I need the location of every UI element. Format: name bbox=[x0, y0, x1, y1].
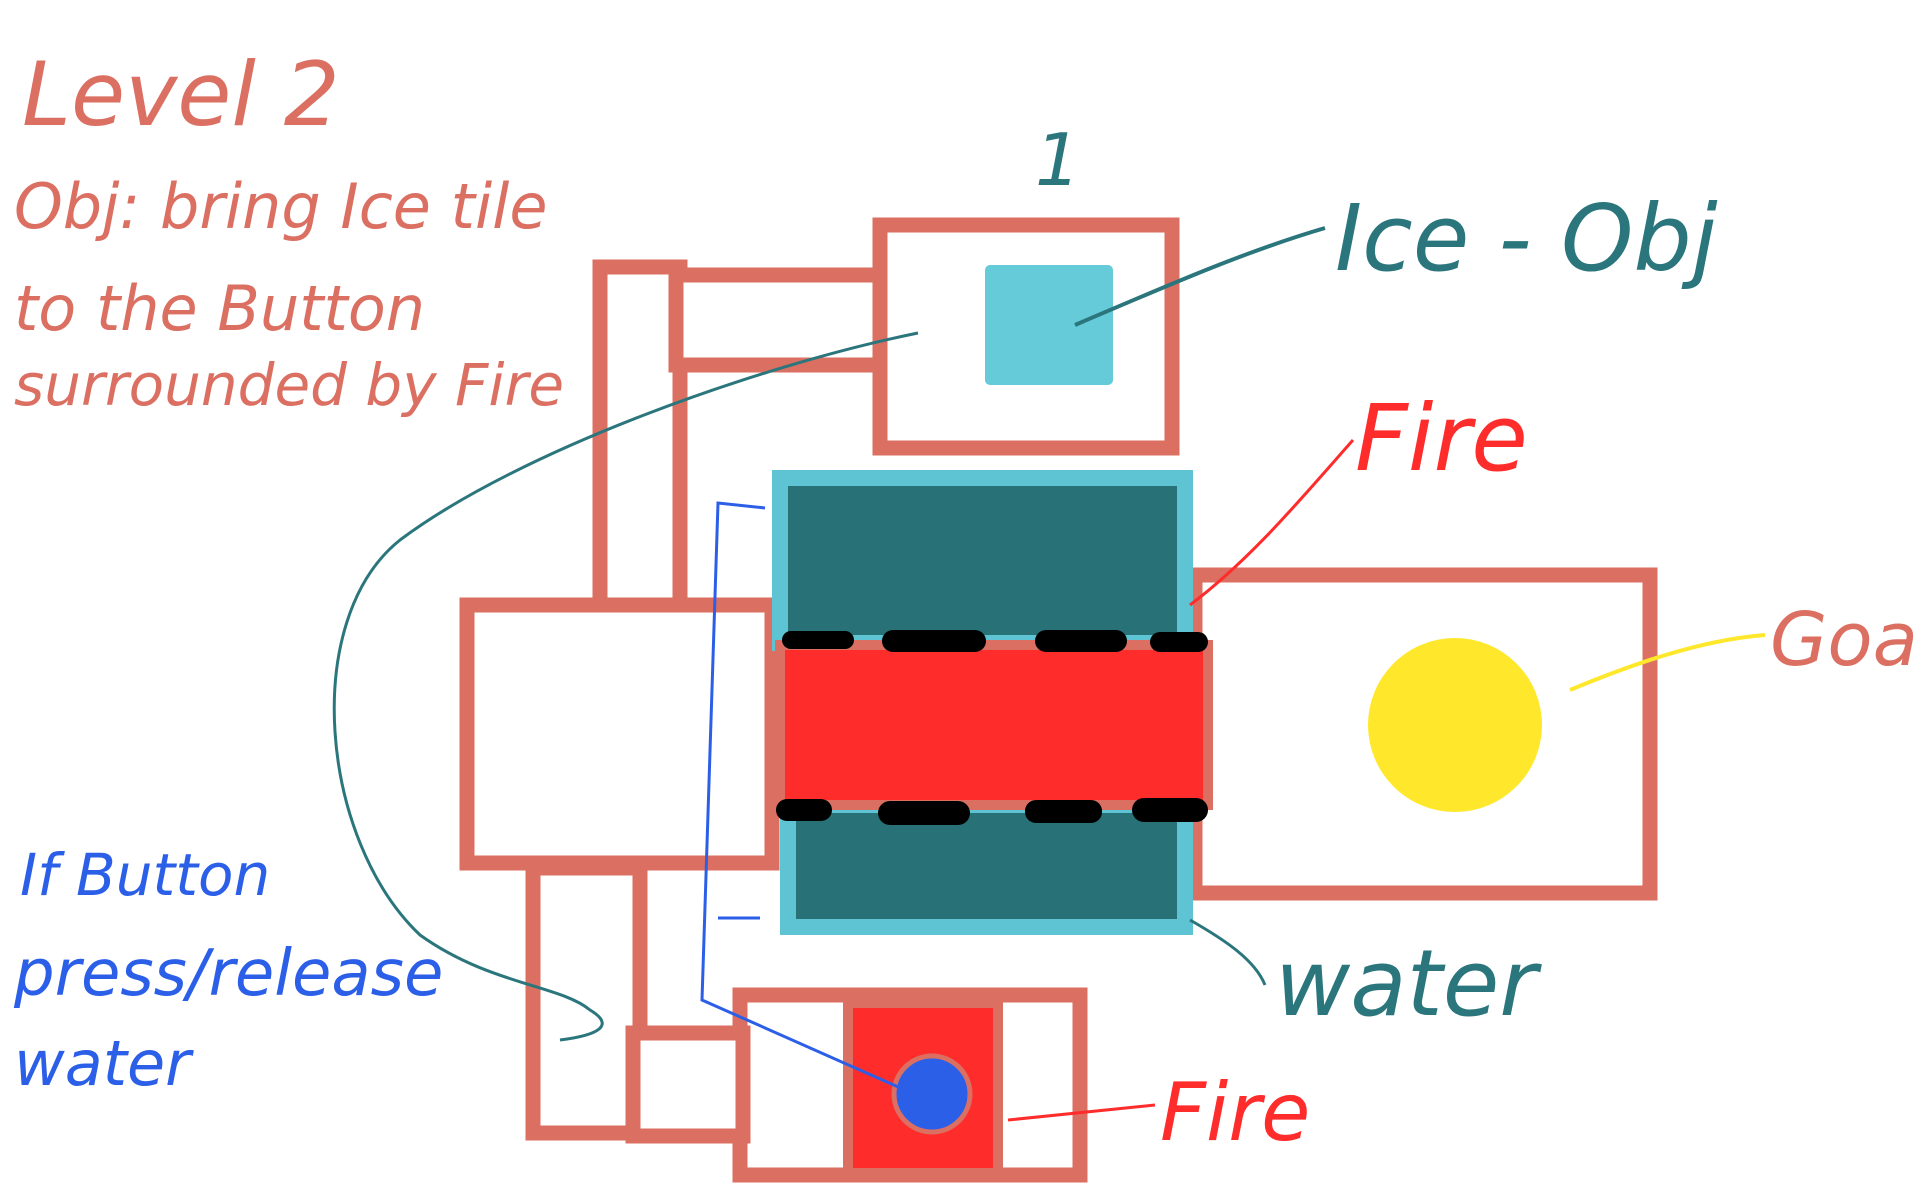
pressure-button bbox=[891, 1053, 973, 1135]
fire-bottom-label-line bbox=[1007, 1103, 1156, 1122]
room-number-label: 1 bbox=[1035, 118, 1081, 202]
room-left bbox=[459, 597, 780, 871]
barrier-top bbox=[782, 630, 1208, 652]
water-label-line bbox=[1189, 918, 1267, 986]
corridor-horizontal-top bbox=[668, 267, 902, 373]
objective-line-3: surrounded by Fire bbox=[14, 351, 564, 419]
ice-label-line bbox=[1074, 226, 1326, 327]
button-note-line-2: press/release bbox=[13, 937, 443, 1011]
objective-line-2: to the Button bbox=[14, 272, 425, 345]
corridor-vertical-top bbox=[592, 259, 688, 620]
fire-top-label: Fire bbox=[1355, 385, 1528, 492]
objective-line-1: Obj: bring Ice tile bbox=[14, 170, 548, 243]
button-note-line-3: water bbox=[14, 1027, 194, 1100]
corridor-vertical-bottom bbox=[525, 860, 648, 1141]
water-label: water bbox=[1275, 930, 1542, 1037]
ice-path-line bbox=[332, 331, 919, 1042]
goal-label-line bbox=[1569, 633, 1766, 692]
fire-button-zone bbox=[843, 998, 1003, 1178]
room-ice bbox=[872, 217, 1180, 456]
fire-strip bbox=[775, 640, 1213, 810]
barrier-bottom bbox=[776, 798, 1208, 825]
goal-circle bbox=[1368, 638, 1542, 812]
ice-tile bbox=[985, 265, 1113, 385]
button-alcove bbox=[625, 1025, 751, 1144]
fire-bottom-label: Fire bbox=[1160, 1066, 1310, 1159]
level-title: Level 2 bbox=[22, 43, 340, 146]
goal-label: Goal bbox=[1770, 597, 1920, 683]
ice-label: Ice - Obj bbox=[1335, 185, 1718, 292]
water-pool-bottom bbox=[780, 797, 1193, 935]
button-note-line-1: If Button bbox=[20, 841, 270, 909]
water-pool-top bbox=[772, 470, 1193, 651]
fire-top-label-line bbox=[1189, 439, 1355, 607]
button-wire bbox=[700, 501, 906, 1092]
